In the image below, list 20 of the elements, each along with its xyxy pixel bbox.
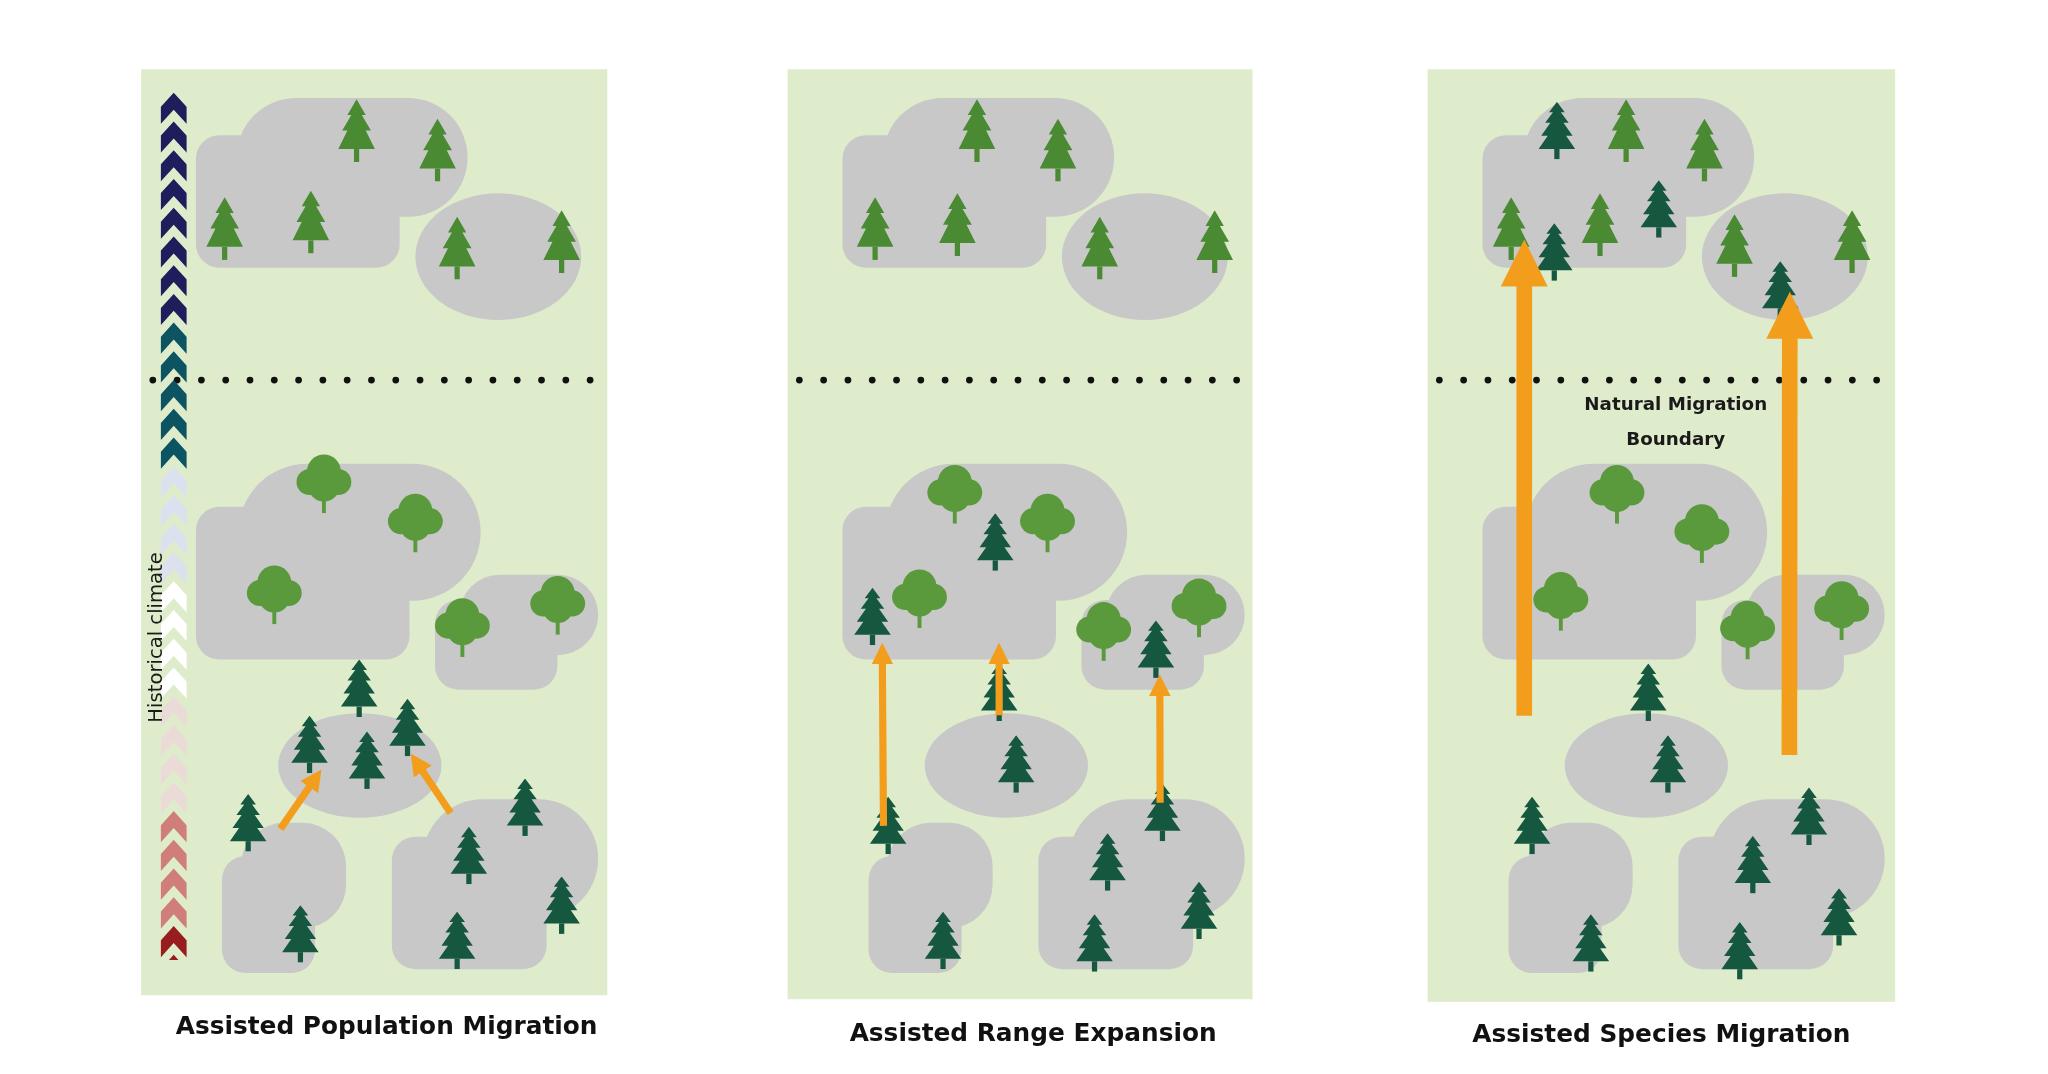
panel-title: Assisted Range Expansion	[849, 1017, 1217, 1047]
forest-patch	[434, 574, 599, 690]
forest-patch	[415, 193, 582, 320]
forest-patch	[842, 463, 1128, 660]
arrow	[1149, 674, 1171, 803]
arrow	[1500, 239, 1548, 716]
panel-title: Assisted Species Migration	[1472, 1018, 1851, 1048]
arrow	[410, 753, 454, 815]
forest-patch	[842, 97, 1115, 268]
boundary-label: Natural Migration Boundary	[1583, 392, 1769, 452]
arrow	[988, 642, 1010, 716]
arrow	[277, 769, 322, 831]
panel-title: Assisted Population Migration	[175, 1010, 598, 1040]
forest-patch	[195, 97, 468, 268]
forest-patch	[1701, 193, 1868, 320]
arrow	[871, 642, 894, 826]
forest-patch	[1721, 574, 1885, 690]
arrow	[1766, 291, 1814, 755]
forest-patch	[1482, 463, 1768, 660]
axis-label: Historical climate	[143, 552, 168, 723]
